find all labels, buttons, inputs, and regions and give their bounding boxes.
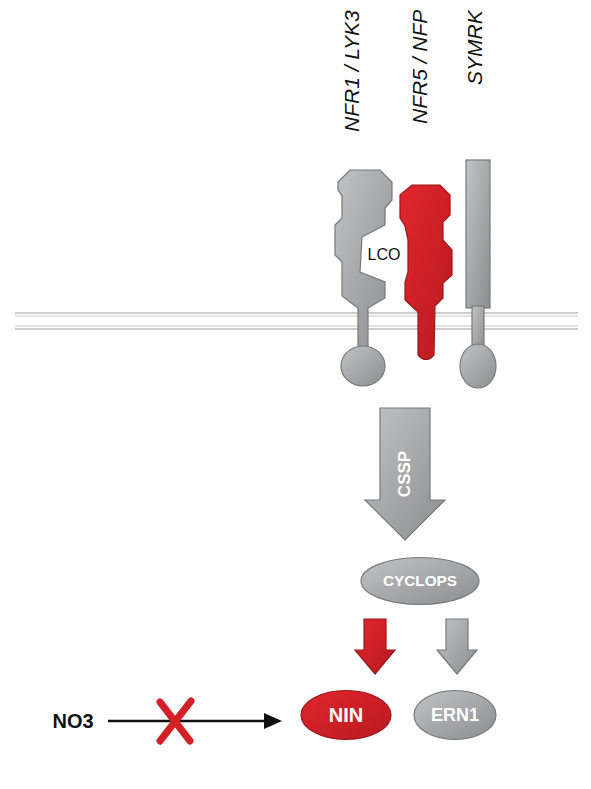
- text-holder: ERN1: [413, 690, 497, 740]
- node-text: NFR1 / LYK3: [340, 10, 364, 132]
- receptor-symrk: SYMRK: [457, 0, 499, 392]
- block-cross: [160, 701, 191, 741]
- node-text: NIN: [329, 704, 363, 727]
- ligand-label: LCO: [368, 246, 401, 264]
- node-text: SYMRK: [463, 10, 487, 85]
- pathway-arrow: CSSP: [365, 408, 445, 540]
- text-holder: CYCLOPS: [360, 557, 480, 605]
- node-text: NFR5 / NFP: [408, 10, 432, 124]
- block-arrow: [355, 619, 395, 674]
- text-holder: CSSP: [365, 408, 445, 540]
- receptor-nfr5: NFR5 / NFP: [395, 0, 457, 365]
- arrow-head: [264, 713, 282, 729]
- nitrate-label: NO3: [52, 710, 93, 733]
- block-cross: [160, 702, 190, 741]
- block-arrow: [437, 619, 477, 674]
- membrane-line: [15, 326, 578, 327]
- node-text: CSSP: [395, 451, 415, 497]
- membrane-line: [15, 328, 578, 329]
- node-text: CYCLOPS: [383, 572, 457, 590]
- protein-ellipse: CYCLOPS: [360, 557, 480, 605]
- gene-ellipse: ERN1: [413, 690, 497, 740]
- inhibition-arrow: [108, 720, 266, 723]
- text-holder: NIN: [300, 690, 392, 740]
- node-text: ERN1: [431, 705, 479, 726]
- receptor-nfr1: NFR1 / LYK3: [330, 0, 395, 392]
- membrane-line: [15, 312, 578, 313]
- membrane-line: [15, 316, 578, 317]
- gene-ellipse: NIN: [300, 690, 392, 740]
